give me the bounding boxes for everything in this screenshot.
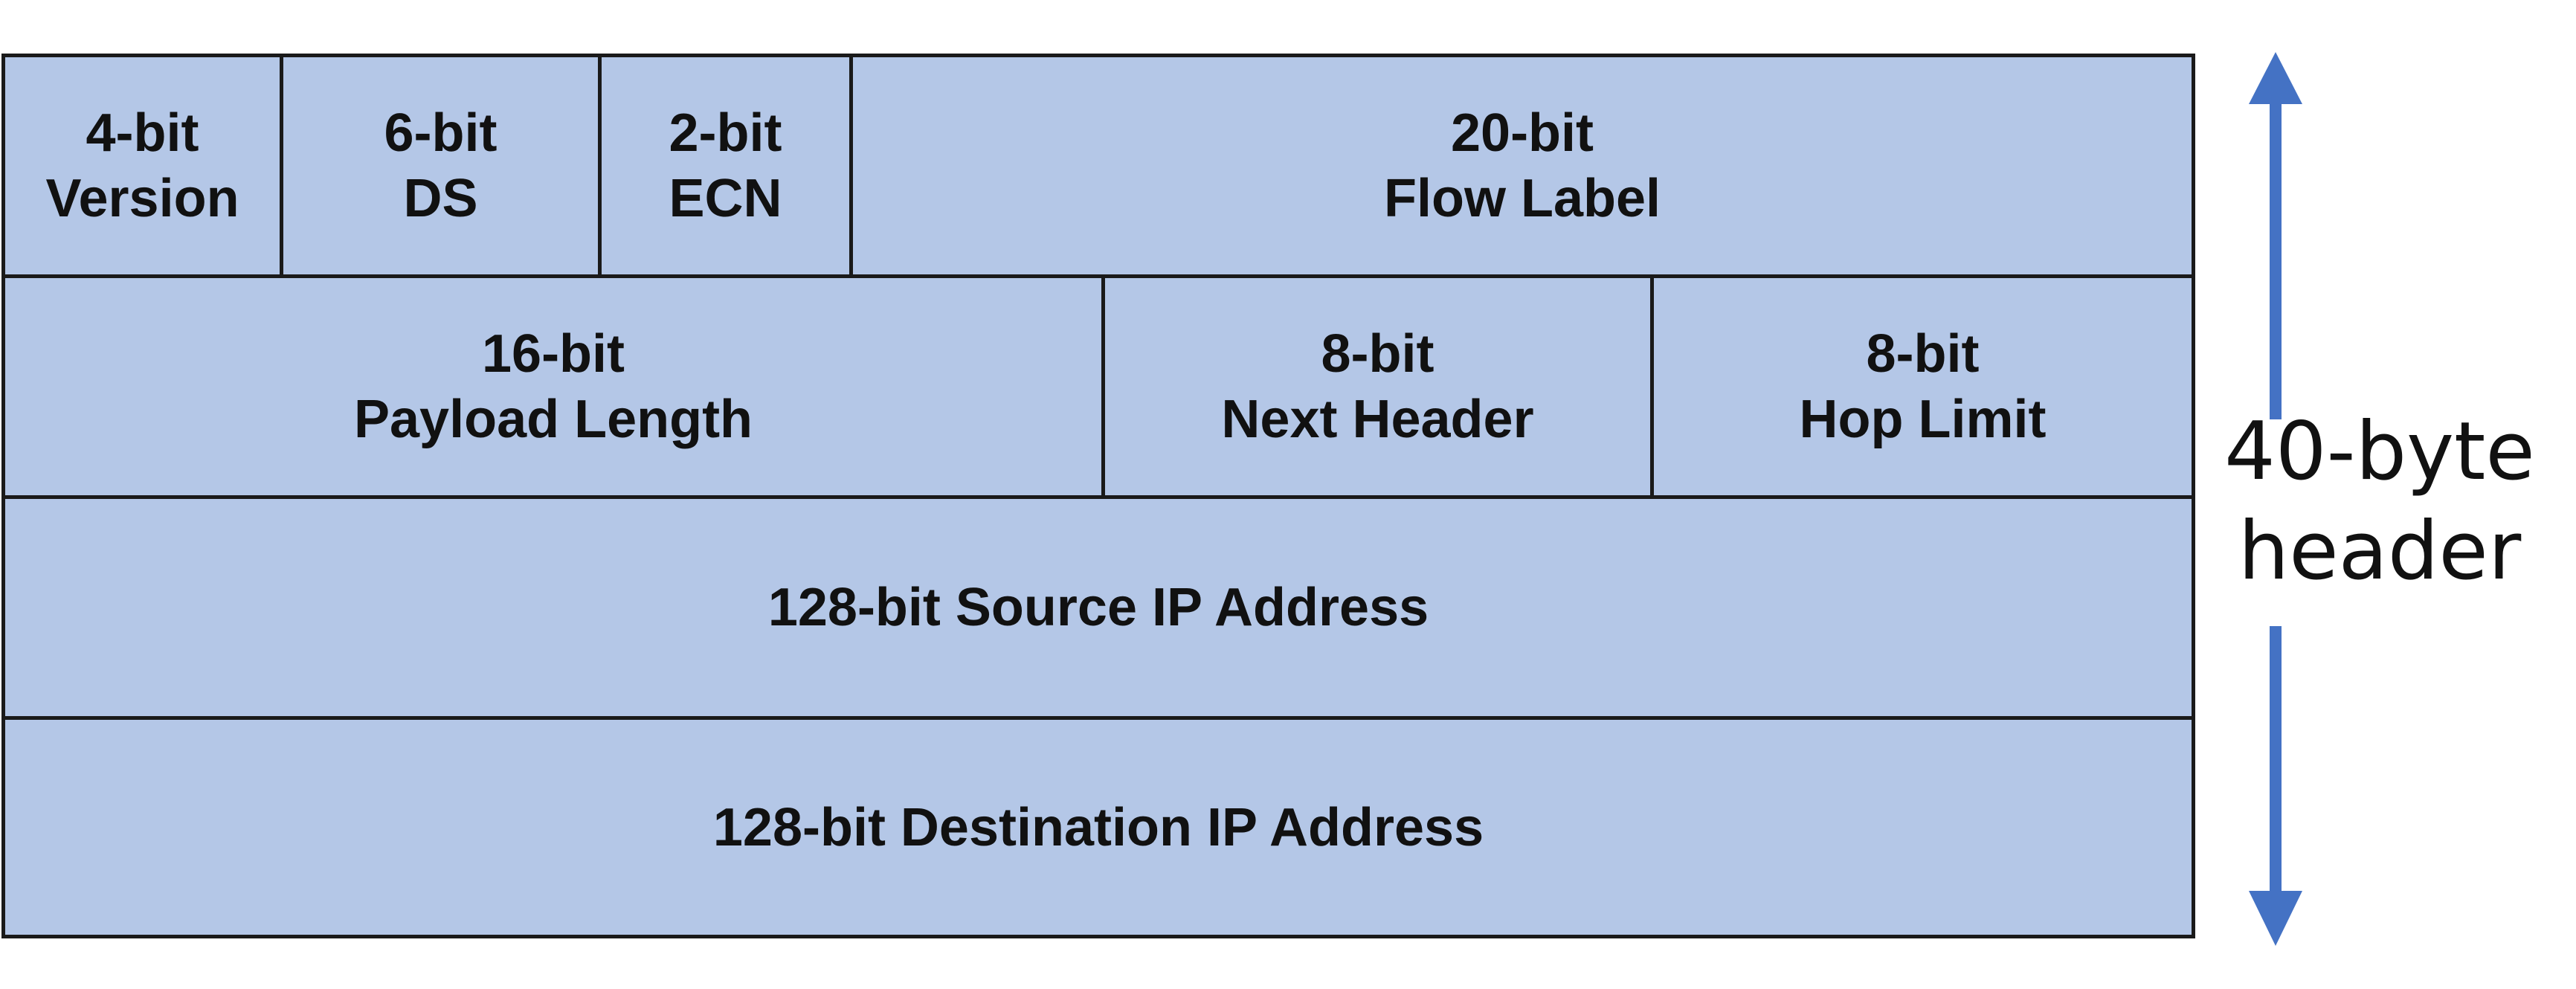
field-version: 4-bit Version [5,57,280,274]
header-size-line1: 40-byte [2224,405,2535,498]
header-row-4: 128-bit Destination IP Address [5,720,2192,935]
field-flow-label: 20-bit Flow Label [849,57,2192,274]
field-bits: 8-bit [1866,324,1980,384]
field-source-address: 128-bit Source IP Address [5,499,2192,716]
field-name: Flow Label [1383,169,1661,228]
field-text: 128-bit Destination IP Address [712,797,1484,857]
field-bits: 8-bit [1321,324,1434,384]
field-hop-limit: 8-bit Hop Limit [1650,278,2192,495]
field-name: Hop Limit [1799,390,2047,449]
field-destination-address: 128-bit Destination IP Address [5,720,2192,935]
field-name: DS [403,169,478,228]
field-bits: 6-bit [384,103,498,163]
field-bits: 2-bit [669,103,782,163]
header-row-3: 128-bit Source IP Address [5,499,2192,720]
field-name: Next Header [1221,390,1534,449]
field-bits: 4-bit [86,103,199,163]
size-arrows [2249,52,2302,946]
field-next-header: 8-bit Next Header [1101,278,1650,495]
header-row-2: 16-bit Payload Length 8-bit Next Header … [5,278,2192,499]
field-ds: 6-bit DS [280,57,598,274]
header-size-line2: header [2238,505,2522,598]
field-name: Version [45,169,239,228]
field-payload-length: 16-bit Payload Length [5,278,1101,495]
ipv6-header-diagram: 4-bit Version 6-bit DS 2-bit ECN 20-bit … [1,54,2195,938]
header-row-1: 4-bit Version 6-bit DS 2-bit ECN 20-bit … [5,57,2192,278]
field-name: Payload Length [353,390,753,449]
field-bits: 20-bit [1450,103,1594,163]
field-text: 128-bit Source IP Address [767,578,1429,637]
arrow-up-icon [2249,52,2302,419]
arrow-down-icon [2249,626,2302,946]
header-size-indicator: 40-byte header [2216,49,2543,949]
field-bits: 16-bit [481,324,625,384]
field-ecn: 2-bit ECN [598,57,849,274]
field-name: ECN [669,169,782,228]
header-size-label: 40-byte header [2216,402,2543,602]
